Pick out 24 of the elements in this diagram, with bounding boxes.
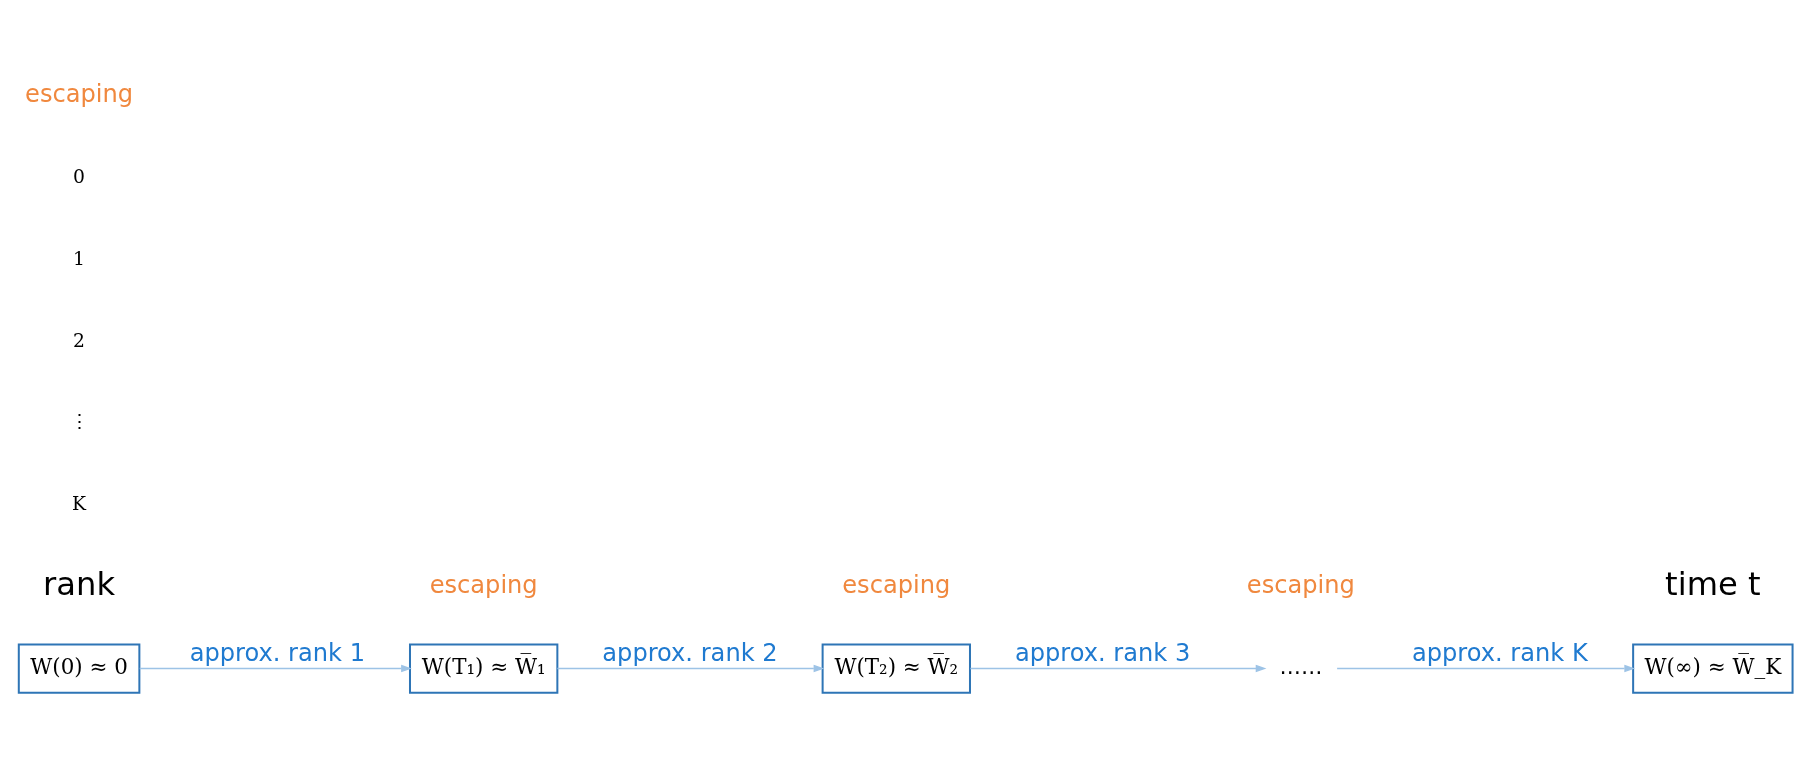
node-box: W(T₁) ≈ W̅₁ — [409, 643, 559, 694]
label: escaping — [429, 570, 538, 599]
arrow — [1336, 664, 1636, 673]
label: 2 — [73, 329, 86, 351]
arrow — [556, 664, 825, 673]
label: 0 — [73, 166, 86, 188]
label: 1 — [73, 247, 86, 269]
edge-label: approx. rank 3 — [1014, 639, 1191, 668]
edge-label: approx. rank K — [1411, 639, 1588, 668]
edge-label: approx. rank 1 — [189, 639, 366, 668]
edge-label: approx. rank 2 — [602, 639, 778, 668]
node-box: W(0) ≈ 0 — [17, 643, 141, 694]
node-text: …… — [1279, 653, 1323, 679]
label: escaping — [25, 80, 134, 109]
arrow — [969, 664, 1267, 673]
node-box: W(∞) ≈ W̅_K — [1632, 643, 1794, 694]
node-box: W(T₂) ≈ W̅₂ — [821, 643, 971, 694]
label: K — [72, 493, 87, 515]
arrow — [139, 664, 412, 673]
label: escaping — [842, 570, 951, 599]
label: escaping — [1246, 570, 1355, 599]
label: rank — [43, 565, 116, 604]
label: ⋮ — [69, 411, 89, 433]
label: time t — [1665, 565, 1761, 604]
